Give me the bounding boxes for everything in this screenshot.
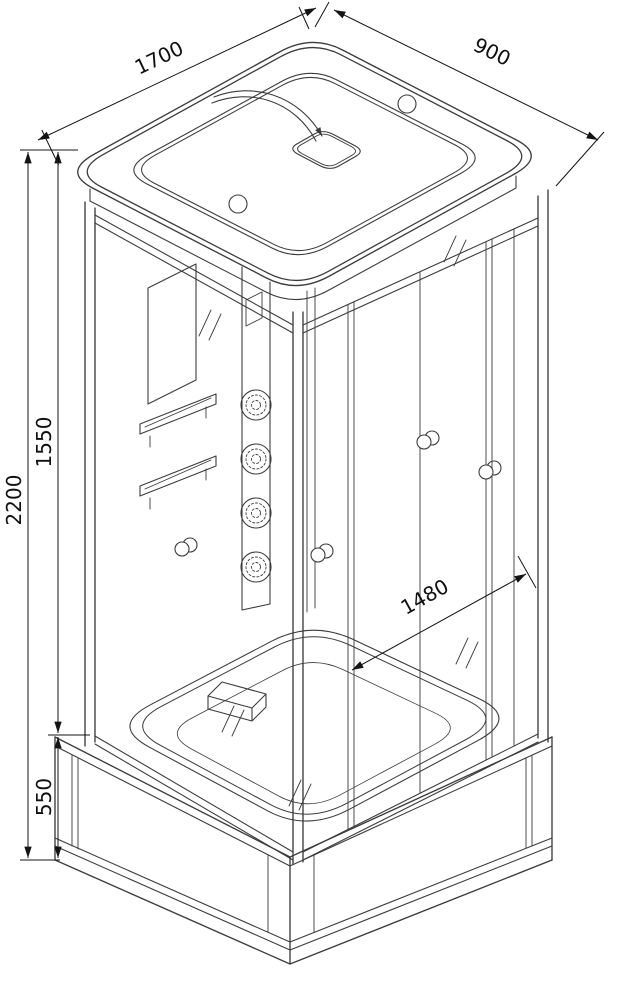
- massage-jet-4: [240, 551, 272, 583]
- dim-label-550: 550: [32, 778, 56, 816]
- roof: [77, 41, 532, 301]
- roof-recess: [133, 72, 476, 256]
- glass-reflection-mark-4: [455, 637, 479, 669]
- shower-cabin: [54, 41, 553, 965]
- glass-reflection-mark-5: [288, 779, 312, 811]
- shower-tray-outer: [129, 629, 500, 822]
- towel-bar-1: [139, 393, 217, 435]
- shower-tray-floor: [176, 662, 451, 805]
- glass-reflection-mark-2: [198, 309, 222, 341]
- roof-slab-ticks: [89, 175, 517, 202]
- door-knob-4: [478, 460, 502, 480]
- massage-jet-3: [240, 497, 272, 529]
- glass-walls: [94, 214, 539, 861]
- right-post: [537, 189, 549, 743]
- jet-column: [241, 266, 271, 611]
- interior-fittings: [139, 263, 502, 611]
- dim-900-witness-lines: [314, 1, 605, 187]
- glass-reflection-mark-3: [221, 705, 245, 737]
- dim-1480-line: [351, 573, 527, 671]
- top-rails: [94, 214, 539, 334]
- towel-bar-2: [139, 455, 217, 497]
- roof-recess-inner-line: [141, 76, 468, 252]
- dim-label-2200: 2200: [2, 475, 26, 526]
- sliding-door-edges: [347, 228, 515, 830]
- roof-vent-hole-right: [397, 94, 417, 114]
- dim-1480: 1480: [351, 555, 537, 671]
- roof-rim-line: [86, 46, 523, 282]
- door-knob-3: [416, 430, 440, 450]
- base-skirt-lines: [54, 837, 553, 951]
- roof-slab-bottom-edge: [89, 187, 517, 301]
- dim-550: 550: [32, 737, 62, 858]
- mirror: [147, 263, 197, 405]
- dim-2200-witness-lines: [20, 149, 78, 861]
- shower-head-plate: [292, 131, 361, 169]
- dim-900: 900: [314, 1, 605, 187]
- dim-2200: 2200: [2, 149, 78, 861]
- base: [54, 629, 553, 965]
- control-panel: [245, 291, 263, 327]
- roof-vent-hole-left: [228, 194, 248, 214]
- dim-label-1550: 1550: [32, 417, 56, 468]
- massage-jet-1: [240, 389, 272, 421]
- dim-label-1480: 1480: [397, 574, 453, 620]
- dim-label-900: 900: [470, 33, 515, 71]
- roof-outer-edge: [77, 41, 532, 287]
- door-knob-1: [174, 537, 198, 557]
- left-post: [84, 201, 96, 747]
- dim-1550: 1550: [32, 152, 90, 736]
- front-post: [292, 311, 304, 865]
- bottom-rails: [94, 733, 539, 861]
- shower-tray-rim: [142, 636, 487, 815]
- dim-900-line: [333, 9, 599, 141]
- shower-arm-second-line: [211, 96, 317, 142]
- base-bottom-edge: [54, 859, 553, 965]
- towel-bar-2-detail: [144, 459, 212, 510]
- dim-1700-line: [37, 7, 317, 141]
- base-panel-seams: [71, 754, 533, 933]
- frame-posts: [84, 189, 549, 865]
- massage-jet-2: [240, 443, 272, 475]
- tray-step: [207, 681, 267, 722]
- door-knob-2: [310, 543, 334, 563]
- glass-reflection-mark-1: [443, 235, 467, 267]
- dim-1480-witness-tick: [517, 555, 537, 589]
- back-post: [306, 287, 316, 613]
- towel-bar-1-detail: [144, 397, 212, 448]
